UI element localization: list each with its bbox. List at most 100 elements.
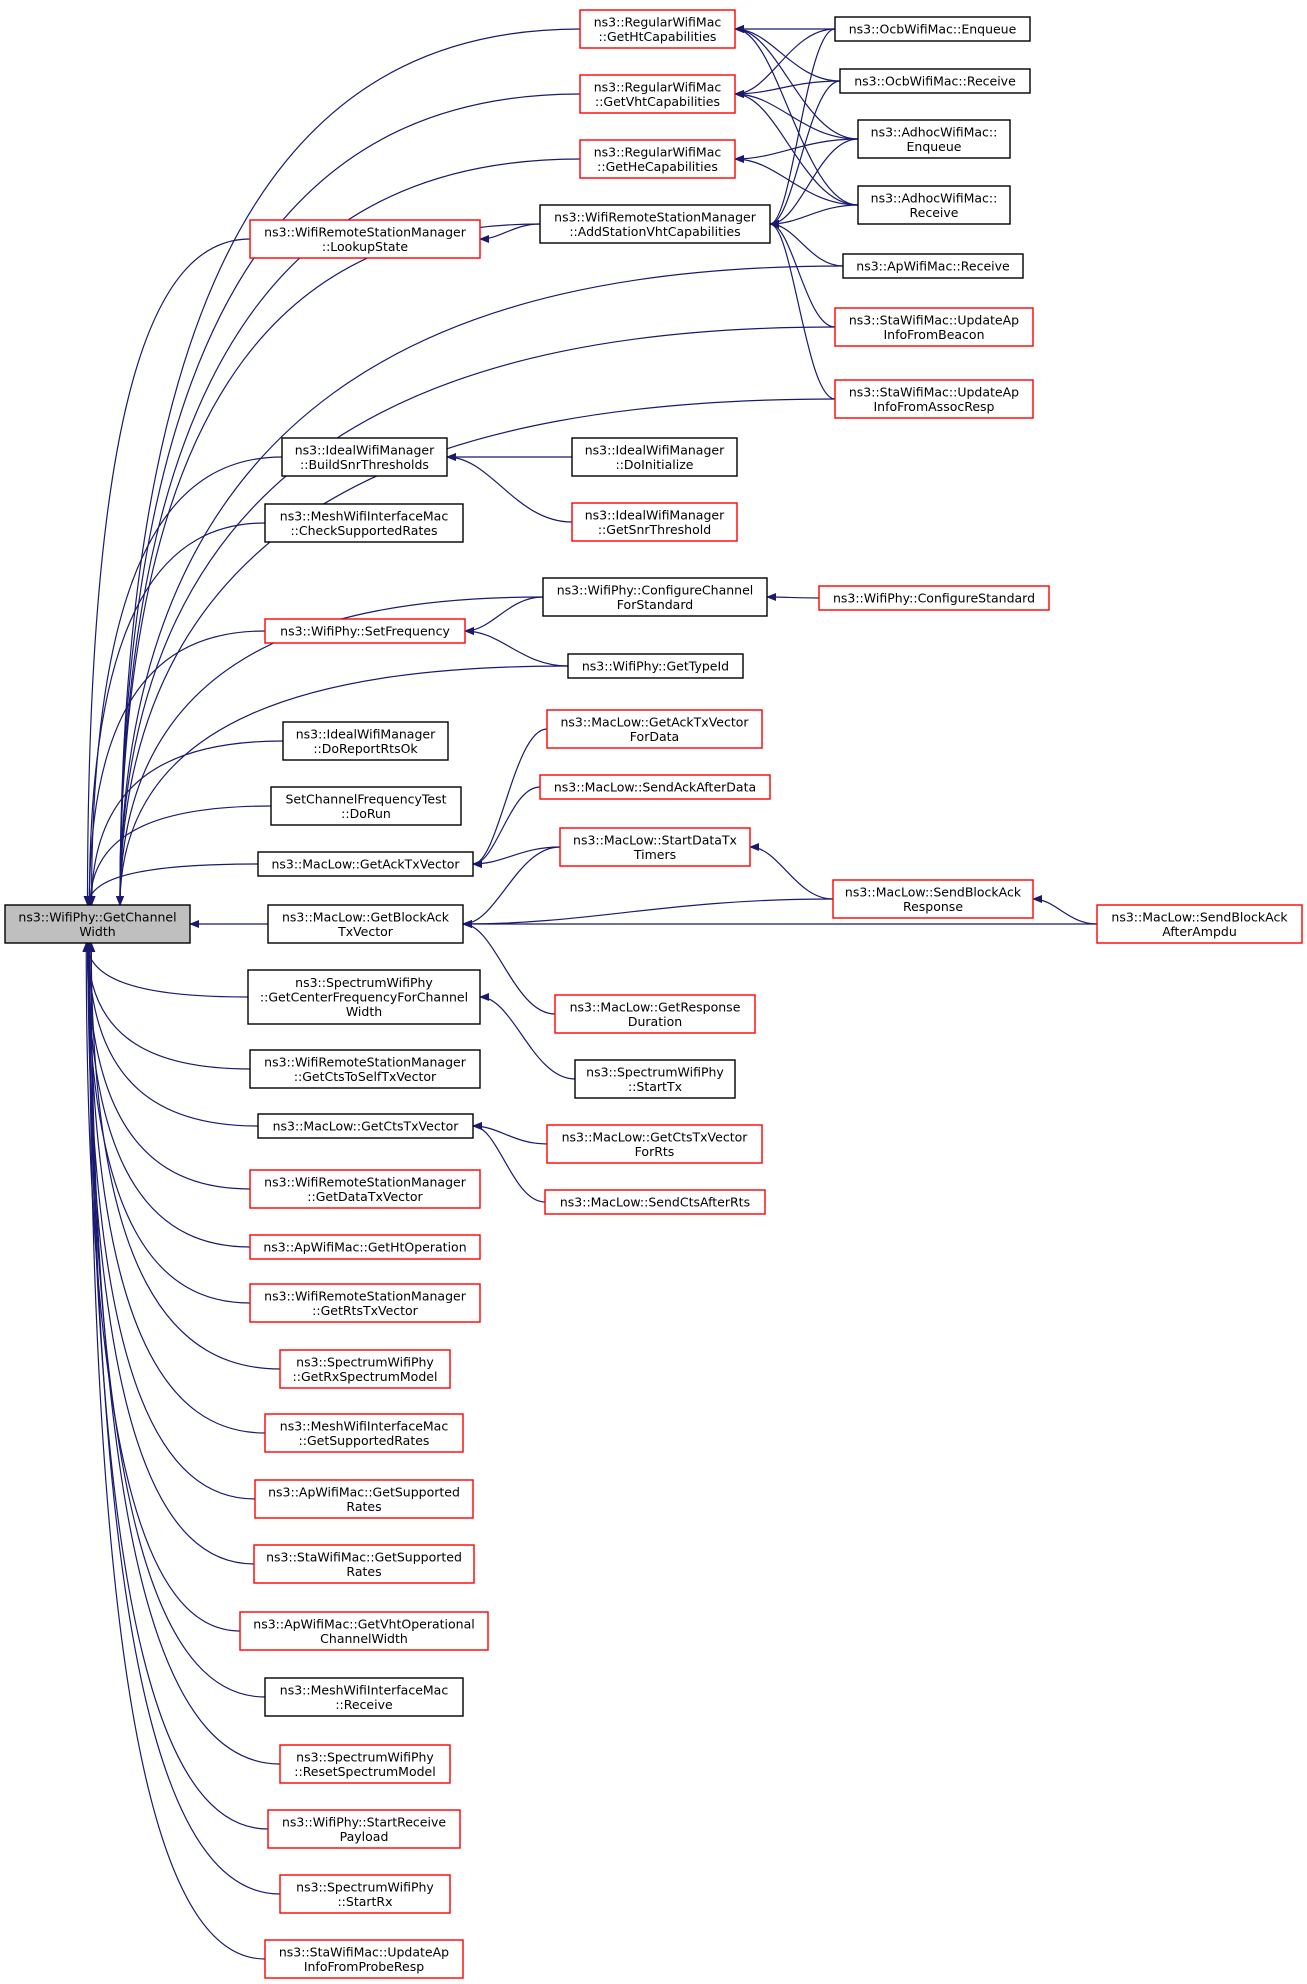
node-label: ns3::MacLow::SendAckAfterData — [554, 780, 756, 795]
edge-sendblockresp-to-getblockack — [462, 898, 834, 928]
node-adhocenq[interactable]: ns3::AdhocWifiMac::Enqueue — [857, 119, 1011, 159]
node-resetspec[interactable]: ns3::SpectrumWifiPhy::ResetSpectrumModel — [279, 1744, 451, 1784]
node-getctsself[interactable]: ns3::WifiRemoteStationManager::GetCtsToS… — [249, 1049, 481, 1089]
node-box — [1096, 904, 1303, 944]
edge-adhocenq-to-he — [734, 138, 859, 163]
node-staupdassoc[interactable]: ns3::StaWifiMac::UpdateApInfoFromAssocRe… — [834, 379, 1034, 419]
node-sendcts[interactable]: ns3::MacLow::SendCtsAfterRts — [544, 1189, 766, 1215]
edge-sendcts-to-getctstx — [472, 1122, 546, 1203]
node-label: InfoFromAssocResp — [874, 399, 995, 414]
node-box — [249, 1283, 481, 1323]
node-gettypeid[interactable]: ns3::WifiPhy::GetTypeId — [567, 653, 744, 679]
edge-adhocenq-to-vht — [734, 90, 859, 140]
node-staupdprobe[interactable]: ns3::StaWifiMac::UpdateApInfoFromProbeRe… — [264, 1939, 464, 1979]
node-box — [239, 1611, 489, 1651]
node-doreport[interactable]: ns3::IdealWifiManager::DoReportRtsOk — [282, 721, 449, 761]
node-meshrecv[interactable]: ns3::MeshWifiInterfaceMac::Receive — [264, 1677, 464, 1717]
node-box — [857, 185, 1011, 225]
node-getctstx[interactable]: ns3::MacLow::GetCtsTxVector — [257, 1113, 474, 1139]
edge-addvht-to-lookup — [479, 223, 541, 243]
node-getdatatx[interactable]: ns3::WifiRemoteStationManager::GetDataTx… — [249, 1169, 481, 1209]
node-sendack[interactable]: ns3::MacLow::SendAckAfterData — [539, 774, 771, 800]
node-label: Receive — [910, 205, 959, 220]
node-doinit[interactable]: ns3::IdealWifiManager::DoInitialize — [571, 437, 738, 477]
node-label: Response — [903, 899, 963, 914]
node-checkrates[interactable]: ns3::MeshWifiInterfaceMac::CheckSupporte… — [264, 503, 464, 543]
node-box — [579, 139, 736, 179]
node-apvhtop[interactable]: ns3::ApWifiMac::GetVhtOperationalChannel… — [239, 1611, 489, 1651]
node-label: ::GetRxSpectrumModel — [293, 1369, 438, 1384]
node-label: ns3::WifiRemoteStationManager — [264, 1288, 467, 1303]
node-label: ::GetHeCapabilities — [597, 159, 718, 174]
edge-checkrates-to-root — [85, 522, 266, 906]
node-label: TxVector — [337, 924, 394, 939]
node-ocbrecv[interactable]: ns3::OcbWifiMac::Receive — [839, 68, 1031, 94]
node-box — [542, 577, 768, 617]
node-setchantest[interactable]: SetChannelFrequencyTest::DoRun — [270, 786, 462, 826]
node-label: ns3::WifiRemoteStationManager — [264, 224, 467, 239]
node-box — [539, 204, 771, 244]
node-apgetsup[interactable]: ns3::ApWifiMac::GetSupportedRates — [254, 1479, 474, 1519]
node-label: ForStandard — [617, 597, 693, 612]
node-getrtstx[interactable]: ns3::WifiRemoteStationManager::GetRtsTxV… — [249, 1283, 481, 1323]
node-setfreq[interactable]: ns3::WifiPhy::SetFrequency — [264, 618, 466, 644]
node-stagetsup[interactable]: ns3::StaWifiMac::GetSupportedRates — [253, 1544, 475, 1584]
node-addvht[interactable]: ns3::WifiRemoteStationManager::AddStatio… — [539, 204, 771, 244]
node-box — [571, 502, 738, 542]
edge-aprecv-to-root — [116, 265, 844, 906]
node-getrxspec[interactable]: ns3::SpectrumWifiPhy::GetRxSpectrumModel — [279, 1349, 451, 1389]
node-label: ns3::WifiPhy::StartReceive — [282, 1814, 446, 1829]
node-lookup[interactable]: ns3::WifiRemoteStationManager::LookupSta… — [249, 219, 481, 259]
node-ht[interactable]: ns3::RegularWifiMac::GetHtCapabilities — [579, 9, 736, 49]
node-box — [257, 1113, 474, 1139]
edge-getcenter-to-root — [83, 942, 249, 998]
node-buildsnr[interactable]: ns3::IdealWifiManager::BuildSnrThreshold… — [281, 437, 448, 477]
node-aprecv[interactable]: ns3::ApWifiMac::Receive — [842, 253, 1024, 279]
node-label: ns3::ApWifiMac::GetSupported — [268, 1484, 460, 1499]
node-meshgetsup[interactable]: ns3::MeshWifiInterfaceMac::GetSupportedR… — [264, 1413, 464, 1453]
edge-vht-to-root — [116, 93, 581, 906]
edge-gettypeid-to-root — [116, 665, 569, 906]
edge-getctstx-to-root — [84, 942, 259, 1127]
node-box — [264, 1677, 464, 1717]
edge-ocbenq-to-addvht — [769, 28, 836, 228]
node-gethtop[interactable]: ns3::ApWifiMac::GetHtOperation — [249, 1234, 481, 1260]
node-label: Enqueue — [907, 139, 962, 154]
node-getsnr[interactable]: ns3::IdealWifiManager::GetSnrThreshold — [571, 502, 738, 542]
node-configchan[interactable]: ns3::WifiPhy::ConfigureChannelForStandar… — [542, 577, 768, 617]
node-box — [539, 774, 771, 800]
edge-getrxspec-to-root — [87, 942, 281, 1370]
edge-adhocrecv-to-vht — [734, 90, 859, 206]
node-box — [857, 119, 1011, 159]
node-box — [834, 307, 1034, 347]
node-label: ns3::MacLow::StartDataTx — [573, 832, 737, 847]
edge-he-to-root — [116, 158, 581, 906]
node-he[interactable]: ns3::RegularWifiMac::GetHeCapabilities — [579, 139, 736, 179]
node-configstd[interactable]: ns3::WifiPhy::ConfigureStandard — [818, 585, 1050, 611]
node-getcenter[interactable]: ns3::SpectrumWifiPhy::GetCenterFrequency… — [247, 969, 481, 1025]
node-box — [282, 721, 449, 761]
edge-setfreq-to-root — [85, 630, 266, 906]
node-ocbenq[interactable]: ns3::OcbWifiMac::Enqueue — [834, 16, 1031, 42]
node-vht[interactable]: ns3::RegularWifiMac::GetVhtCapabilities — [579, 74, 736, 114]
node-startrx[interactable]: ns3::SpectrumWifiPhy::StartRx — [279, 1874, 451, 1914]
node-label: ns3::IdealWifiManager — [295, 442, 435, 457]
node-label: ns3::WifiRemoteStationManager — [264, 1174, 467, 1189]
node-getacktx[interactable]: ns3::MacLow::GetAckTxVector — [257, 851, 474, 877]
node-label: ::GetCenterFrequencyForChannel — [260, 990, 468, 1005]
node-starttx[interactable]: ns3::SpectrumWifiPhy::StartTx — [574, 1059, 736, 1099]
node-adhocrecv[interactable]: ns3::AdhocWifiMac::Receive — [857, 185, 1011, 225]
node-label: ns3::WifiPhy::SetFrequency — [280, 624, 450, 639]
node-label: ::GetSnrThreshold — [598, 522, 711, 537]
node-label: ns3::StaWifiMac::GetSupported — [266, 1549, 462, 1564]
